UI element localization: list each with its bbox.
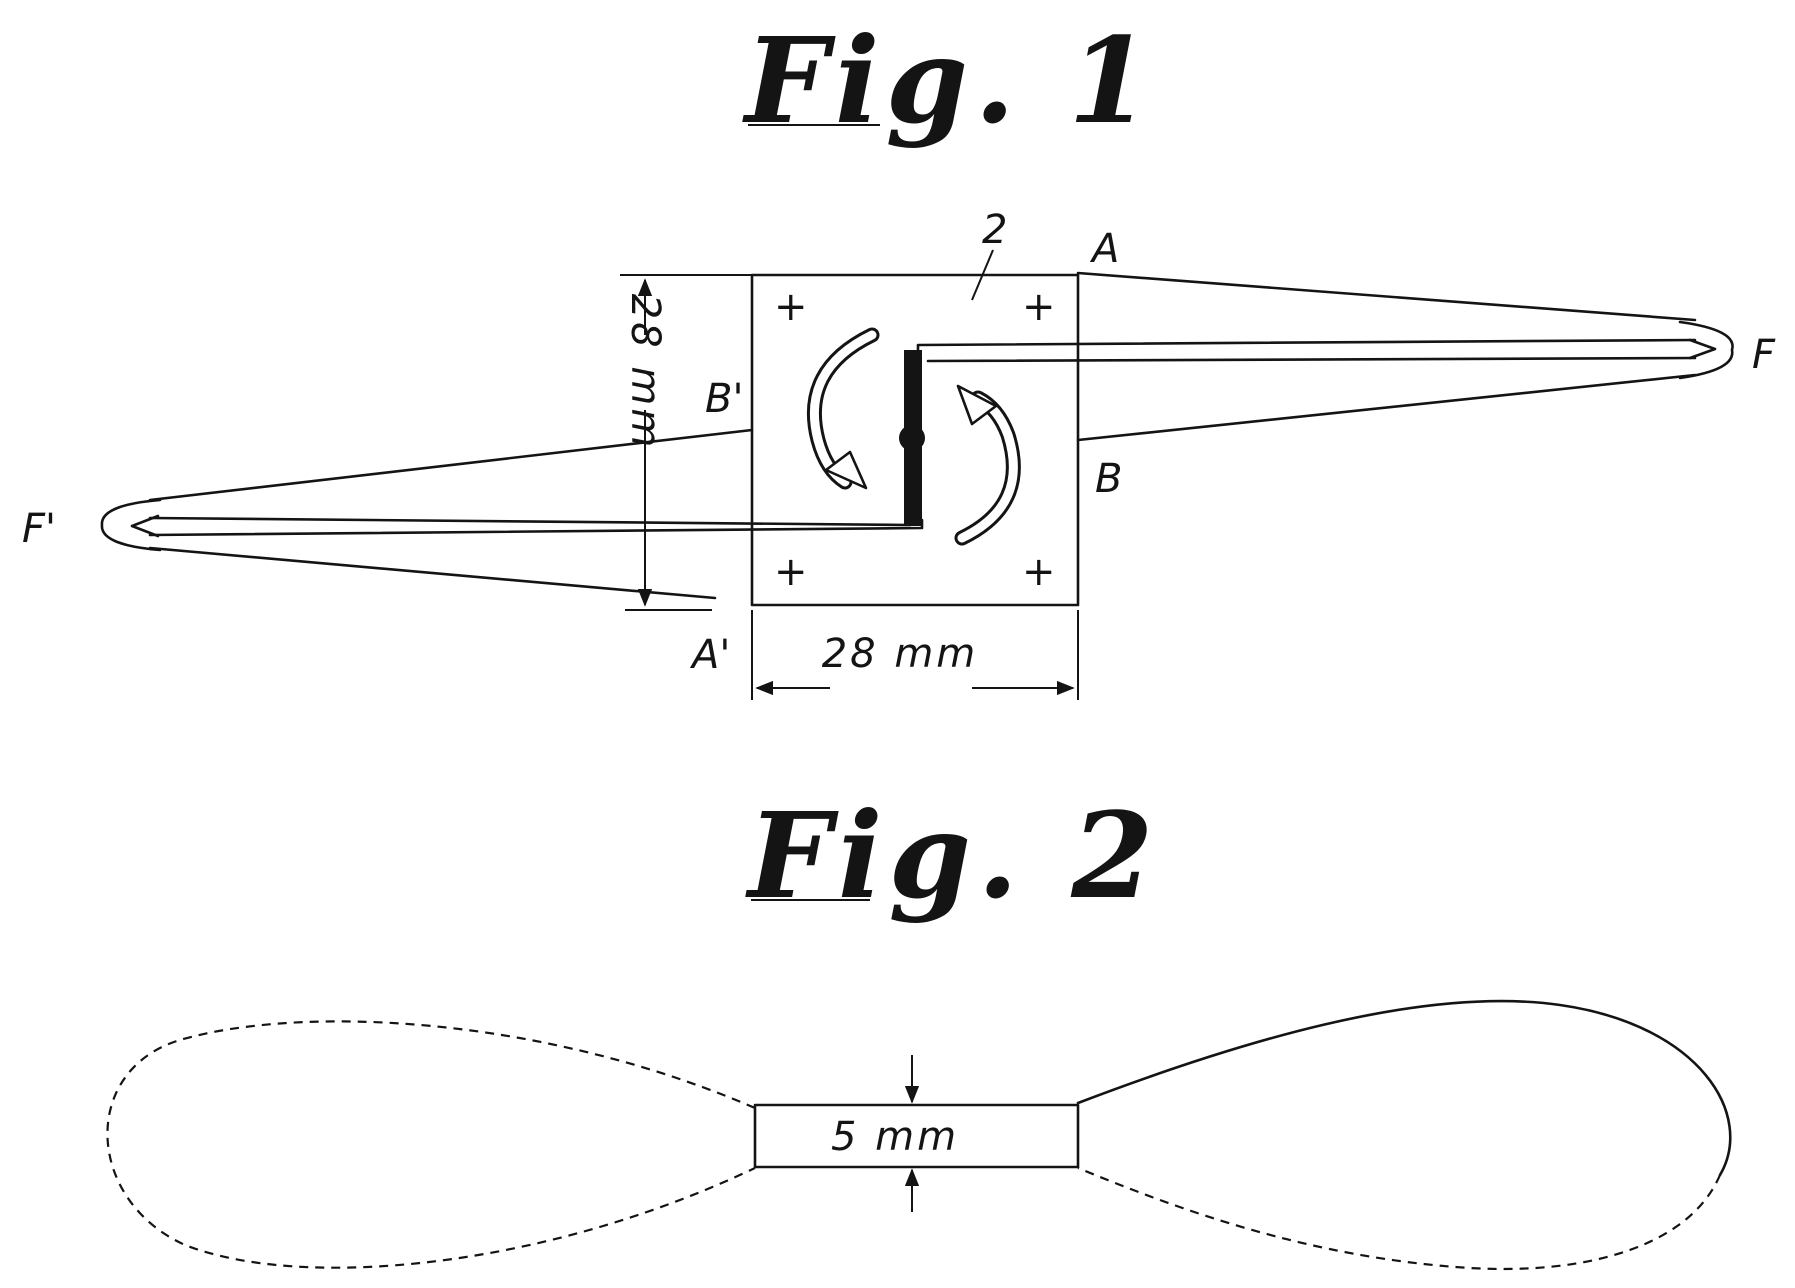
mounting-mark-top-right: + [1022,284,1056,330]
width-dimension: 28 mm [751,610,1079,700]
corner-label-a-prime: A' [689,632,730,678]
right-blade-tip [1678,320,1734,380]
thickness-dimension-label: 5 mm [831,1114,959,1160]
height-dimension: 28 mm [620,274,752,611]
tip-label-f: F [1752,332,1776,378]
rotation-arrow-left [807,327,880,490]
left-blade-tip [100,498,162,552]
pivot-point [899,425,925,451]
height-dimension-label: 28 mm [622,294,668,451]
figure-2-title: Fig. 2 [745,786,1159,925]
blade-outline-left-dashed [106,1020,756,1269]
part-number-label: 2 [982,207,1007,253]
blade-outline-right-solid [1076,999,1732,1177]
figure-1-title: Fig. 1 [742,11,1156,150]
hub-cross-section [753,1103,1080,1169]
figure-2: Fig. 2 5 mm [106,786,1732,1271]
part-number-leader [971,249,994,301]
width-dimension-label: 28 mm [822,631,979,677]
figure-1: Fig. 1 + + + + [22,11,1776,700]
mounting-marks: + + + + [774,284,1056,595]
blade-outline-right-dashed [1077,1166,1722,1271]
mounting-mark-bottom-left: + [774,549,808,595]
corner-label-b-prime: B' [705,376,743,422]
mounting-mark-top-left: + [774,284,808,330]
rotation-arrow-right [954,384,1021,546]
tip-label-f-prime: F' [22,506,56,552]
corner-label-b: B [1095,456,1122,502]
mounting-mark-bottom-right: + [1022,549,1056,595]
corner-label-a: A [1089,226,1119,272]
